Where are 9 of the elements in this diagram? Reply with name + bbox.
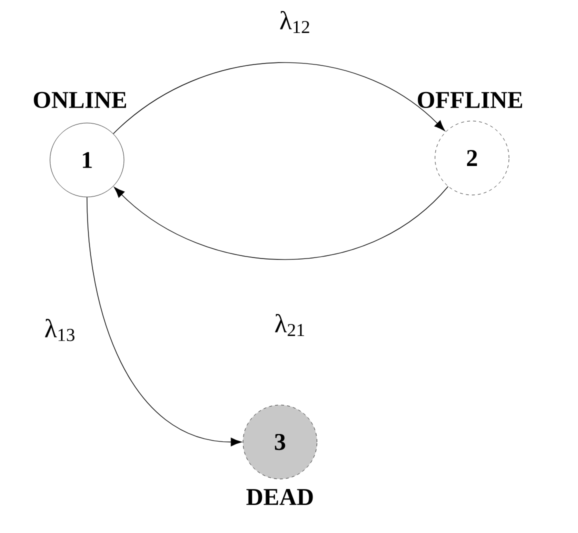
edge-label: λ$_{13}$: [45, 318, 74, 342]
state-label: ONLINE: [34, 92, 126, 108]
arrow: [86, 196, 242, 446]
state-label: OFFLINE: [418, 92, 522, 108]
edge-label: λ$_{12}$: [280, 10, 310, 34]
arrow: [114, 186, 448, 260]
arrow: [112, 62, 446, 134]
state-label: DEAD: [246, 489, 313, 505]
edge-label: λ$_{21}$: [275, 314, 304, 336]
